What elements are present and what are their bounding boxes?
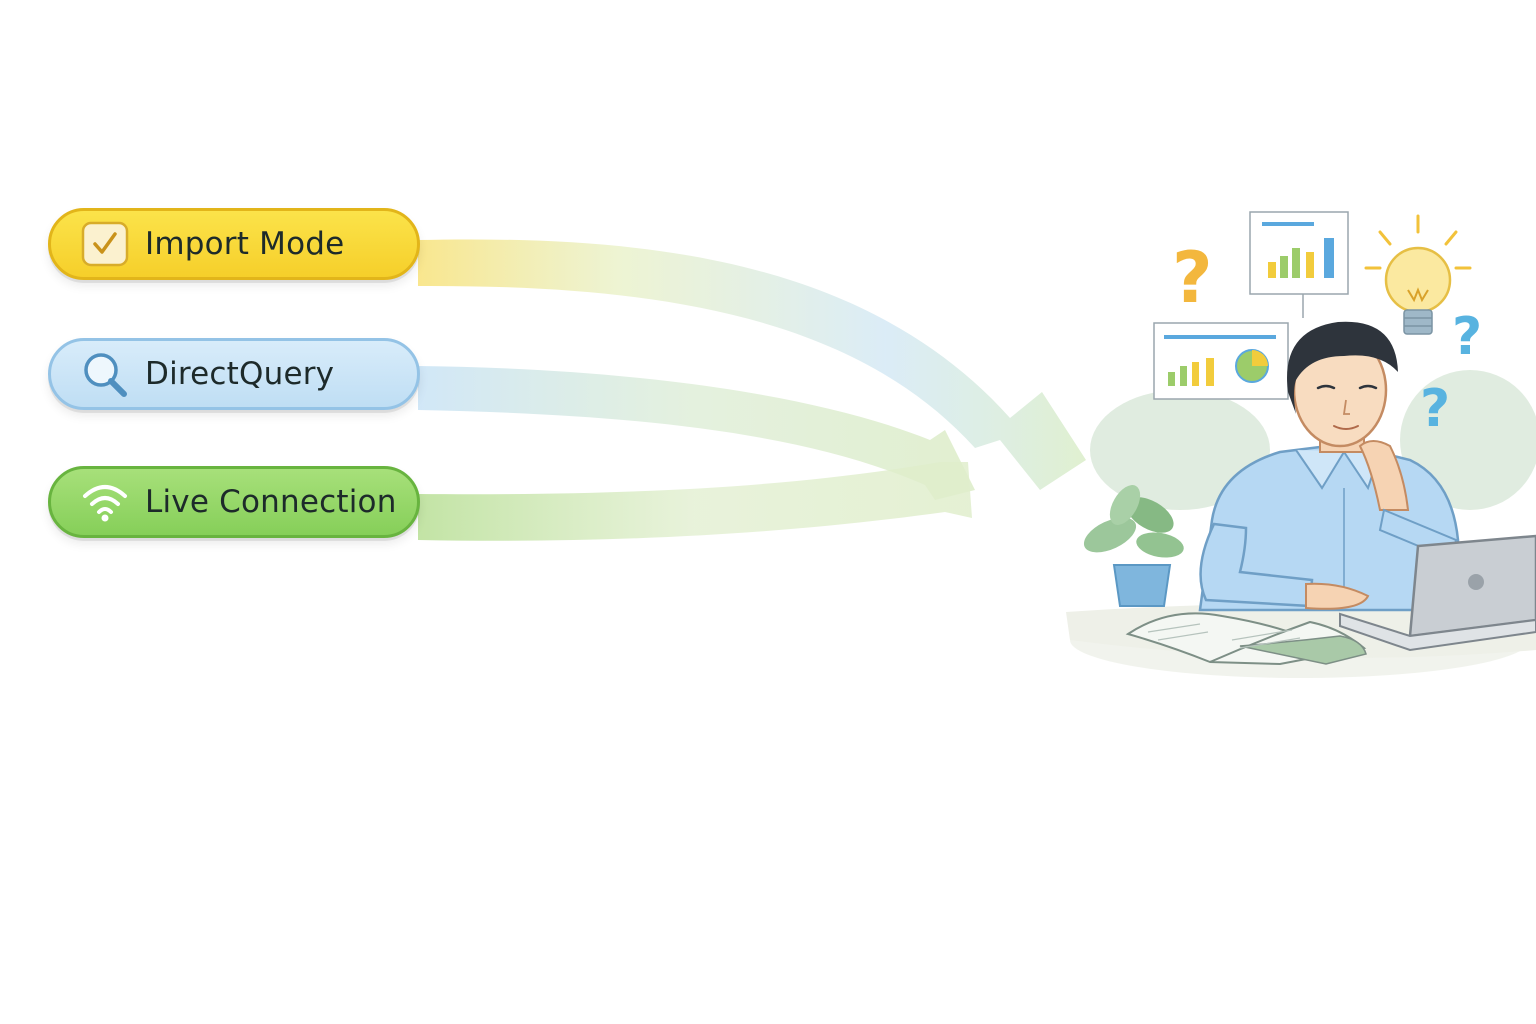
- import-mode-label: Import Mode: [145, 226, 345, 262]
- checkbox-checked-icon: [81, 221, 129, 267]
- import-mode-pill[interactable]: Import Mode: [48, 208, 420, 280]
- bar-chart-icon: [1153, 322, 1289, 400]
- arrow-import: [418, 239, 1086, 490]
- live-connection-label: Live Connection: [145, 484, 397, 520]
- directquery-label: DirectQuery: [145, 356, 335, 392]
- directquery-pill[interactable]: DirectQuery: [48, 338, 420, 410]
- question-mark-icon: ?: [1172, 237, 1213, 319]
- notebook-icon: [1125, 612, 1367, 666]
- arrow-directquery: [418, 366, 975, 500]
- arrow-live: [418, 462, 972, 541]
- bar-chart-icon: [1249, 211, 1349, 318]
- live-connection-pill[interactable]: Live Connection: [48, 466, 420, 538]
- person-thinking: [1198, 321, 1462, 612]
- lightbulb-icon: [1364, 214, 1472, 335]
- magnifier-icon: [84, 353, 127, 397]
- question-mark-icon: ?: [1452, 307, 1482, 367]
- laptop-icon: [1339, 534, 1536, 652]
- wifi-icon: [83, 485, 127, 522]
- plant-icon: [1083, 485, 1184, 607]
- question-mark-icon: ?: [1420, 379, 1450, 439]
